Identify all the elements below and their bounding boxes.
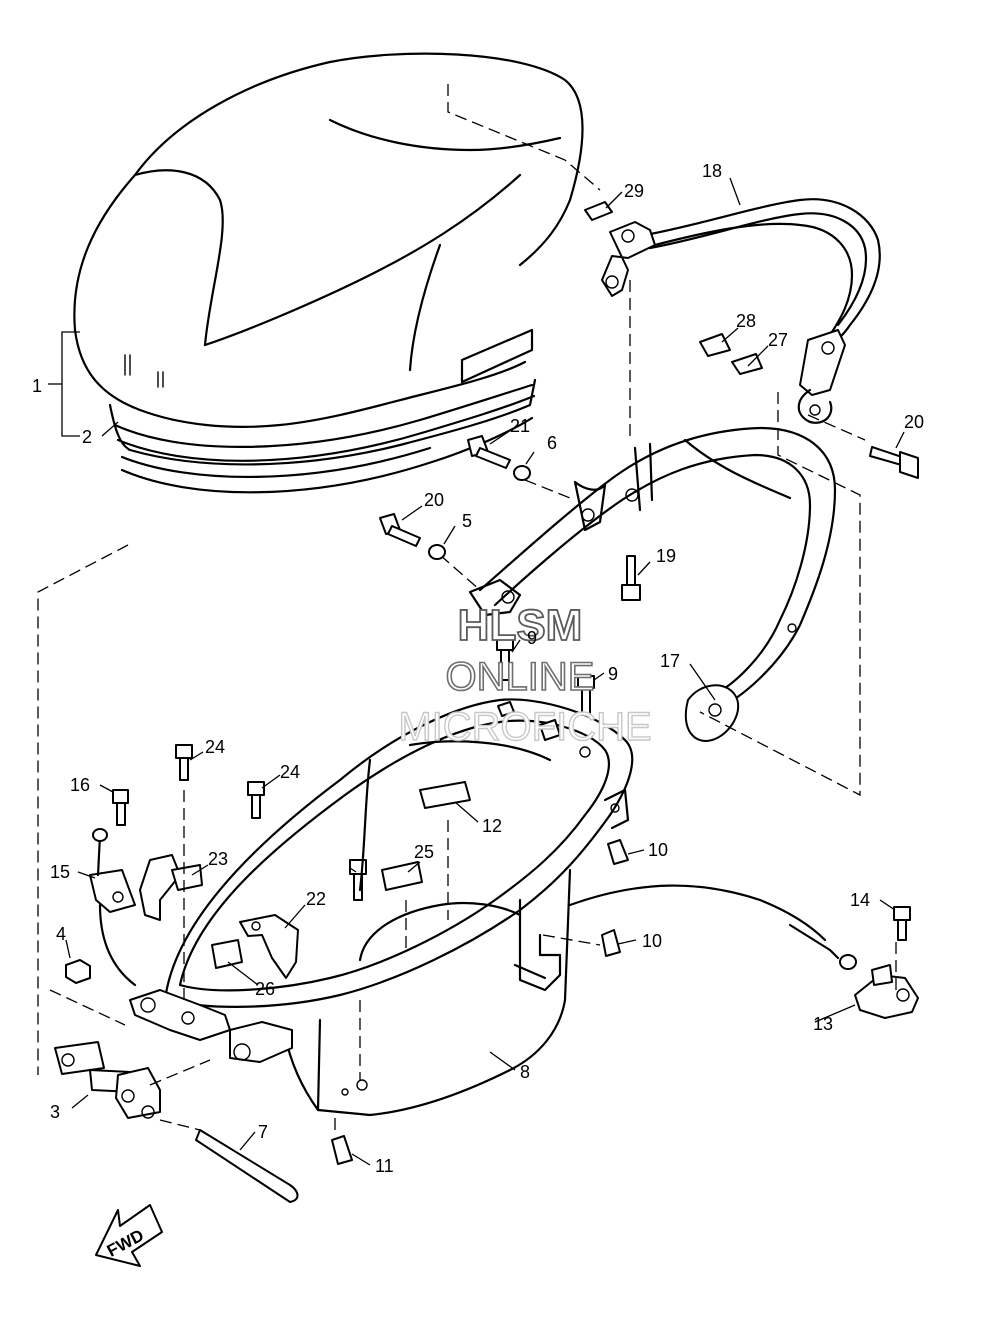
nut-4[interactable] xyxy=(65,959,91,984)
bolt-9-upper[interactable] xyxy=(496,637,514,681)
callout-25: 25 xyxy=(414,842,434,862)
guide-line xyxy=(49,989,126,1026)
callout-21: 21 xyxy=(510,416,530,436)
guide-line xyxy=(37,544,129,1075)
callout-3: 3 xyxy=(50,1102,60,1122)
fwd-arrow: FWD xyxy=(95,1204,163,1267)
clip-11[interactable] xyxy=(331,1135,353,1165)
guide-line xyxy=(159,1119,201,1131)
bolt-20-right[interactable] xyxy=(869,446,919,479)
grab-bar[interactable] xyxy=(601,198,881,424)
callout-24-b: 24 xyxy=(280,762,300,782)
bolt-14[interactable] xyxy=(893,906,911,941)
callout-5: 5 xyxy=(462,511,472,531)
callout-20-left: 20 xyxy=(424,490,444,510)
callout-24-a: 24 xyxy=(205,737,225,757)
callout-15: 15 xyxy=(50,862,70,882)
watermark-line-1: HLSM xyxy=(458,601,583,650)
storage-box[interactable] xyxy=(129,698,634,1117)
callout-4: 4 xyxy=(56,924,66,944)
bolt-24-b[interactable] xyxy=(247,781,265,819)
callout-8: 8 xyxy=(520,1062,530,1082)
callout-6: 6 xyxy=(547,433,557,453)
callouts: 1 2 3 4 5 6 7 8 9 9 10 10 11 12 13 14 15… xyxy=(32,161,924,1176)
callout-28: 28 xyxy=(736,311,756,331)
callout-12: 12 xyxy=(482,816,502,836)
callout-1: 1 xyxy=(32,376,42,396)
bolt-9-right[interactable] xyxy=(577,675,595,716)
guide-line xyxy=(149,1059,211,1086)
callout-10-lower: 10 xyxy=(642,931,662,951)
callout-13: 13 xyxy=(813,1014,833,1034)
bolt-20-left[interactable] xyxy=(379,513,421,547)
lock-bracket[interactable] xyxy=(89,828,136,913)
washer-6[interactable] xyxy=(513,465,531,481)
guide-line xyxy=(439,554,481,591)
washer-5[interactable] xyxy=(428,544,446,560)
clip-10-lower[interactable] xyxy=(601,929,621,957)
carrier-bracket[interactable] xyxy=(468,426,837,742)
seat-lock-cable[interactable] xyxy=(98,884,827,987)
watermark-line-2: ONLINE xyxy=(446,655,595,699)
cable-end[interactable] xyxy=(788,923,840,960)
callout-29: 29 xyxy=(624,181,644,201)
callout-26: 26 xyxy=(255,979,275,999)
lock-assembly[interactable] xyxy=(854,964,919,1019)
hinge[interactable] xyxy=(54,1041,161,1119)
callout-2: 2 xyxy=(82,427,92,447)
callout-22: 22 xyxy=(306,889,326,909)
callout-9-right: 9 xyxy=(608,664,618,684)
guide-line xyxy=(699,392,861,797)
latch-plate[interactable] xyxy=(139,854,203,921)
callout-18: 18 xyxy=(702,161,722,181)
hook[interactable] xyxy=(239,914,299,979)
callout-17: 17 xyxy=(660,651,680,671)
callout-11: 11 xyxy=(375,1156,394,1176)
callout-20-right: 20 xyxy=(904,412,924,432)
bolt-21[interactable] xyxy=(467,435,511,469)
callout-16: 16 xyxy=(70,775,90,795)
clip-10-upper[interactable] xyxy=(607,839,629,865)
watermark-line-3: MICROFICHE xyxy=(398,705,651,749)
seat[interactable] xyxy=(73,52,613,494)
callout-14: 14 xyxy=(850,890,870,910)
callout-27: 27 xyxy=(768,330,788,350)
leader-lines xyxy=(48,177,905,1166)
callout-7: 7 xyxy=(258,1122,268,1142)
bolt-24-a[interactable] xyxy=(175,744,193,781)
guide-line xyxy=(542,934,601,946)
callout-23: 23 xyxy=(208,849,228,869)
guide-line xyxy=(807,414,866,441)
hinge-pin[interactable] xyxy=(195,1129,299,1203)
bolt-9-lower[interactable] xyxy=(349,859,367,901)
callout-10-upper: 10 xyxy=(648,840,668,860)
bolt-19[interactable] xyxy=(621,555,641,601)
guide-line xyxy=(524,479,576,501)
cable-end-ball xyxy=(839,954,857,970)
callout-9-upper: 9 xyxy=(527,628,537,648)
bolt-16[interactable] xyxy=(112,789,129,826)
callout-19: 19 xyxy=(656,546,676,566)
